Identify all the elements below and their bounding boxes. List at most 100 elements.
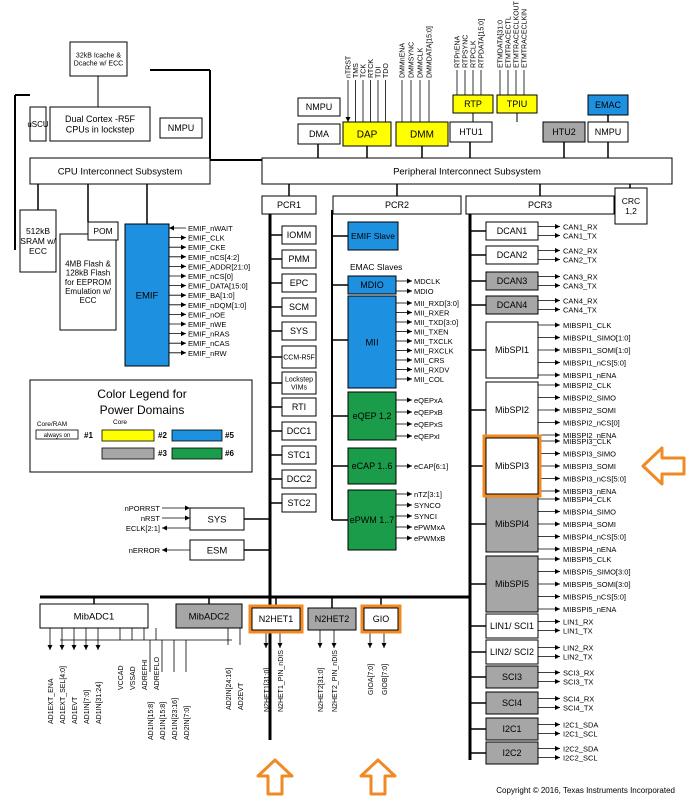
n2het1-arrow-icon bbox=[256, 758, 294, 796]
adc1-signal: AD1IN[31:24] bbox=[96, 682, 103, 724]
emif-arrow bbox=[181, 292, 186, 298]
dcan1-label: DCAN1 bbox=[497, 226, 528, 236]
arrowhead bbox=[407, 319, 412, 325]
arrowhead bbox=[407, 300, 412, 306]
sci4-label: SCI4 bbox=[502, 698, 522, 708]
arrowhead bbox=[263, 643, 269, 648]
arrowhead bbox=[407, 310, 412, 315]
flash-box bbox=[59, 233, 117, 331]
dap-signal: TDI bbox=[376, 67, 383, 78]
mdio-box bbox=[347, 275, 397, 295]
epc-box bbox=[281, 273, 317, 293]
sci3-signal: SCI3_TX bbox=[563, 678, 593, 687]
sci4-signal: SCI4_TX bbox=[563, 704, 593, 713]
emif-signal: EMIF_DATA[15:0] bbox=[188, 282, 248, 291]
iomm-box bbox=[281, 225, 317, 245]
mii-signal: MII_RXDV bbox=[414, 366, 449, 375]
emif-box bbox=[124, 223, 170, 367]
mibadc1-label: MibADC1 bbox=[74, 611, 115, 622]
arrowhead bbox=[555, 360, 560, 365]
arrowhead bbox=[555, 224, 560, 229]
dap-signal: nTRST bbox=[346, 55, 353, 78]
copyright: Copyright © 2016, Texas Instruments Inco… bbox=[496, 786, 675, 795]
dap-signal: TCK bbox=[361, 64, 368, 78]
mii-signal: MII_TXEN bbox=[414, 328, 449, 337]
flash-label: ECC bbox=[80, 296, 97, 305]
epwm-signal: ePWMxA bbox=[414, 523, 445, 532]
arrowhead bbox=[162, 525, 167, 531]
lockstep-label: VIMs bbox=[291, 384, 307, 391]
eqep-label: eQEP 1,2 bbox=[353, 411, 392, 421]
mibspi5-signal: MIBSPI5_CLK bbox=[563, 555, 611, 564]
epwm-box bbox=[347, 489, 397, 551]
arrowhead bbox=[407, 278, 412, 284]
mibspi3-highlight bbox=[482, 434, 542, 498]
adc1-signal: AD1EVT bbox=[72, 696, 79, 724]
emif-signal: EMIF_nCS[4:2] bbox=[188, 253, 239, 262]
mibspi2-signal: MIBSPI2_SOMI bbox=[563, 406, 616, 415]
n2het1-label: N2HET1 bbox=[259, 614, 294, 624]
pcr1-label: PCR1 bbox=[277, 200, 301, 210]
nmpu-emac-box bbox=[587, 121, 629, 143]
dcan2-signal: CAN2_RX bbox=[563, 247, 598, 256]
tpiu-box bbox=[496, 94, 538, 114]
arrowhead bbox=[407, 513, 412, 519]
mibspi1-label: MibSPI1 bbox=[495, 345, 529, 355]
nmpu-cpu-box bbox=[159, 117, 203, 139]
scm-box bbox=[281, 297, 317, 317]
stc1-label: STC1 bbox=[287, 450, 310, 460]
ccm-label: CCM-R5F bbox=[283, 354, 315, 361]
epwm-signal: ePWMxB bbox=[414, 534, 445, 543]
arrowhead bbox=[555, 594, 560, 599]
arrowhead bbox=[555, 347, 560, 353]
dap-arrow bbox=[345, 117, 351, 122]
arrowhead bbox=[381, 643, 387, 648]
arrowhead bbox=[59, 645, 65, 650]
arrowhead bbox=[407, 357, 412, 363]
sys-signal: nRST bbox=[141, 514, 161, 523]
arrowhead bbox=[95, 645, 101, 650]
legend-label: #5 bbox=[225, 431, 234, 440]
n2het2-box bbox=[307, 607, 357, 631]
rti-box bbox=[281, 397, 317, 417]
htu1-label: HTU1 bbox=[459, 127, 483, 137]
i2c1-signal: I2C1_SCL bbox=[563, 730, 598, 739]
bus-lines bbox=[14, 69, 672, 760]
dmm-signal: DMMDATA[15:0] bbox=[427, 26, 434, 78]
nmpu-dma-box bbox=[297, 97, 341, 117]
mibspi2-signal: MIBSPI2_SIMO bbox=[563, 394, 616, 403]
emif-arrow bbox=[181, 283, 186, 289]
dmm-box bbox=[395, 121, 449, 147]
adc-common-signal: VCCAD bbox=[118, 665, 125, 690]
mibspi4-signal: MIBSPI4_nENA bbox=[563, 545, 616, 554]
arrowhead bbox=[555, 606, 560, 612]
epwm-label: ePWM 1..7 bbox=[350, 515, 395, 525]
arrowhead bbox=[331, 643, 337, 648]
rtp-box bbox=[452, 94, 494, 114]
pcr3-box bbox=[465, 195, 615, 215]
n2het2-label: N2HET2 bbox=[315, 614, 350, 624]
emif-arrow bbox=[181, 350, 186, 356]
sram-box bbox=[19, 209, 57, 273]
mibspi2-box bbox=[485, 381, 539, 439]
dcan1-signal: CAN1_RX bbox=[563, 223, 598, 232]
adc-common-signal: ADREFLO bbox=[154, 656, 161, 690]
cache-box bbox=[69, 41, 128, 77]
arrowhead bbox=[407, 502, 412, 508]
arrowhead bbox=[555, 556, 560, 562]
mibadc2-box bbox=[175, 603, 243, 629]
n2het1-signal: N2HET1_PIN_nDIS bbox=[278, 650, 285, 712]
legend-always-on: always on bbox=[44, 433, 71, 439]
i2c2-signal: I2C2_SDA bbox=[563, 745, 598, 754]
esm-block-box bbox=[189, 539, 245, 561]
mibspi4-label: MibSPI4 bbox=[495, 519, 529, 529]
arrowhead bbox=[407, 463, 412, 469]
gio-label: GIO bbox=[373, 614, 390, 624]
cpu-block-label: CPUs in lockstep bbox=[66, 124, 135, 134]
emif-signal: EMIF_nRAS bbox=[188, 330, 230, 339]
mibspi5-signal: MIBSPI5_SOMI[3:0] bbox=[563, 580, 631, 589]
arrowhead bbox=[555, 581, 560, 587]
eqep-signal: eQEPxA bbox=[414, 396, 443, 405]
iomm-label: IOMM bbox=[287, 230, 312, 240]
